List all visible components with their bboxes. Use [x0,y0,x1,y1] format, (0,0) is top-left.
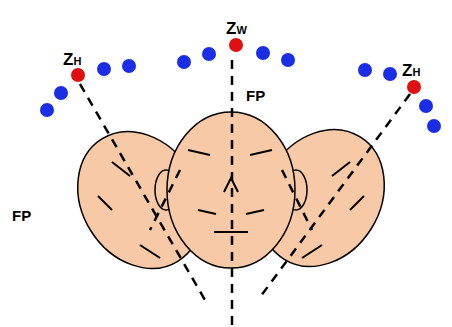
plane-label: FP [246,88,265,103]
plane-label: FP [12,208,31,223]
point-label: ZH [402,62,420,79]
point-label: ZH [63,51,81,68]
point-label: ZW [226,20,247,37]
